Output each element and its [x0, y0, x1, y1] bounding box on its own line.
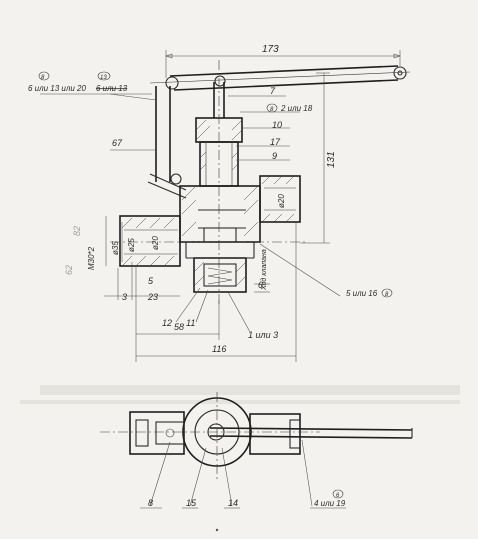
plan-callout-leaders [140, 439, 346, 509]
faint-dim-82: 82 [72, 226, 82, 236]
callout-15: 15 [186, 498, 197, 508]
dim-d25-label: ø25 [127, 238, 136, 252]
plan-view: 8 15 14 4 или 19 6 [100, 392, 413, 509]
callout-17: 17 [270, 137, 281, 147]
dim-67-label: 67 [112, 138, 123, 148]
dim-d35-label: ø35 [111, 241, 120, 255]
callout-leaders [40, 93, 341, 333]
callout-9: 9 [272, 151, 277, 161]
callout-5-marker-text: 8 [385, 292, 389, 298]
callout-14: 14 [228, 498, 238, 508]
dim-58-label: 58 [174, 322, 184, 332]
callout-4: 4 или 19 [314, 499, 346, 508]
callout-7: 7 [270, 86, 276, 96]
mark-circle-right-text: 13 [100, 75, 107, 81]
dimension-6 [254, 283, 270, 293]
scan-noise-band-2 [20, 400, 460, 404]
dimension-173 [165, 50, 401, 78]
mark-circle-left-text: 8 [41, 75, 45, 81]
dim-m30-label: M30*2 [87, 246, 96, 270]
callout-10: 10 [272, 120, 282, 130]
mark-circle-left [38, 71, 50, 81]
callout-2-marker [266, 103, 278, 113]
front-elevation-view: 173 131 67 M30*2 ø35 ø25 ø20 ø20 Ход кла… [28, 44, 411, 362]
callout-5-marker [381, 288, 393, 298]
callout-11: 11 [186, 318, 195, 328]
bottom-plug-housing [185, 242, 255, 293]
dim-5-label: 5 [148, 276, 154, 286]
callout-2: 2 или 18 [280, 104, 313, 113]
scan-dot [215, 528, 219, 532]
callout-4-marker [332, 489, 344, 499]
callout-5: 5 или 16 [346, 289, 378, 298]
valve-stem [213, 82, 225, 118]
mark-circle-right [97, 71, 111, 81]
faint-dim-62: 62 [64, 265, 74, 275]
dim-d20-right-label: ø20 [277, 194, 286, 208]
dimension-diam-left [105, 216, 123, 266]
dim-23-label: 23 [147, 292, 158, 302]
dimension-116 [136, 222, 297, 362]
dim-3-label: 3 [122, 292, 127, 302]
callout-4-marker-text: 6 [336, 493, 340, 499]
dim-116-label: 116 [212, 344, 226, 354]
callout-8: 8 [148, 498, 153, 508]
scan-noise-band [40, 385, 460, 395]
struck-callout: 6 или 13 [96, 84, 128, 93]
plan-lever-rod [209, 427, 413, 431]
dim-131-label: 131 [326, 151, 337, 168]
callout-2-marker-text: 8 [270, 107, 274, 113]
dim-173-label: 173 [262, 44, 279, 55]
valve-stroke-label: Ход клапана [260, 249, 268, 291]
dim-6-label: 6 [258, 280, 263, 290]
dimension-131 [300, 72, 330, 244]
callout-1: 1 или 3 [248, 330, 278, 340]
top-left-callout: 6 или 13 или 20 [28, 84, 87, 93]
callout-12: 12 [162, 318, 172, 328]
lever-handle [149, 65, 411, 91]
dim-d20-left-label: ø20 [151, 236, 160, 250]
dimension-58 [135, 266, 220, 362]
dimension-bottom-left [104, 262, 180, 300]
